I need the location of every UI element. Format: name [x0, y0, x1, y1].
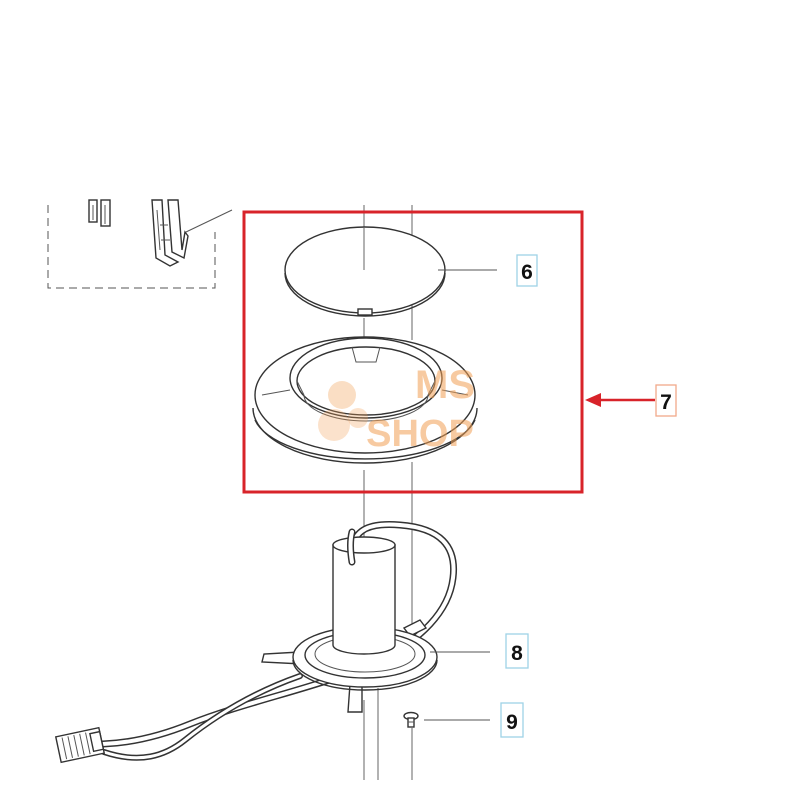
callout-7-arrow [585, 393, 655, 407]
dashed-group-outline [47, 205, 216, 289]
cover-disc-part [284, 226, 446, 317]
watermark-line-1: MS [415, 363, 475, 407]
callout-8-box [505, 633, 529, 669]
callout-7-label: 7 [660, 391, 672, 414]
shop-watermark: MS SHOP [318, 363, 475, 455]
small-connector-part [88, 199, 111, 227]
callout-9-label: 9 [506, 711, 518, 734]
wire-connector-plug [54, 726, 106, 764]
mounting-ring-part [252, 336, 478, 464]
bracket-connector-part [151, 199, 189, 267]
adjacent-assembly-group [47, 199, 233, 289]
screw-part [403, 711, 419, 728]
capacitor-cylinder [332, 536, 396, 655]
callout-6-box [516, 254, 538, 287]
watermark-line-2: SHOP [366, 413, 474, 455]
callout-6-label: 6 [521, 261, 533, 284]
kit-highlight-frame [242, 210, 584, 494]
callout-8-label: 8 [511, 642, 523, 665]
callout-7-box [655, 384, 677, 417]
group-leader-line [185, 209, 233, 233]
callout-9-box [500, 702, 524, 738]
